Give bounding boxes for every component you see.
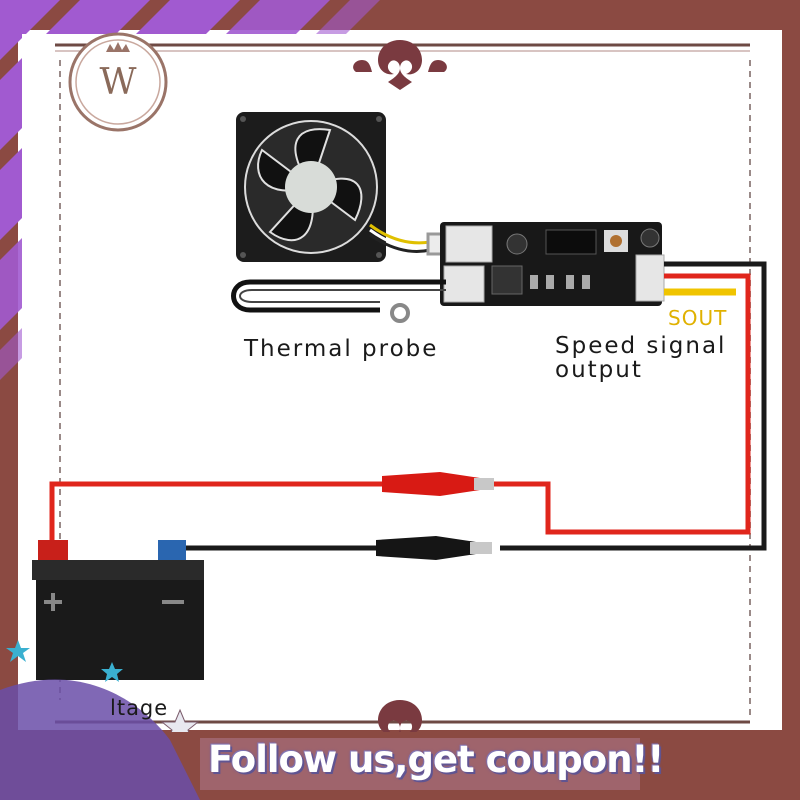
label-speed-signal-output: output — [555, 357, 643, 383]
star-icon — [6, 640, 123, 682]
fan-icon — [236, 112, 386, 262]
label-sout: SOUT — [668, 306, 728, 330]
fan-wires — [369, 223, 444, 256]
label-voltage: ltage — [110, 696, 169, 720]
battery-wires — [49, 481, 390, 551]
label-thermal-probe: Thermal probe — [244, 336, 439, 362]
logo-letter: W — [99, 62, 137, 103]
thermal-probe — [231, 279, 446, 323]
ornament-icon — [378, 700, 422, 750]
battery-icon — [32, 540, 204, 680]
clip-icon — [382, 472, 494, 496]
promo-banner — [0, 679, 800, 800]
controller-board-icon — [440, 222, 665, 306]
label-speed-signal: Speed signal — [555, 333, 727, 359]
ornament-icon — [353, 40, 447, 90]
signal-wires — [492, 261, 767, 551]
clip-icon — [376, 536, 492, 560]
logo-crest-icon — [68, 32, 168, 132]
banner-text[interactable]: Follow us,get coupon!! — [208, 738, 664, 781]
